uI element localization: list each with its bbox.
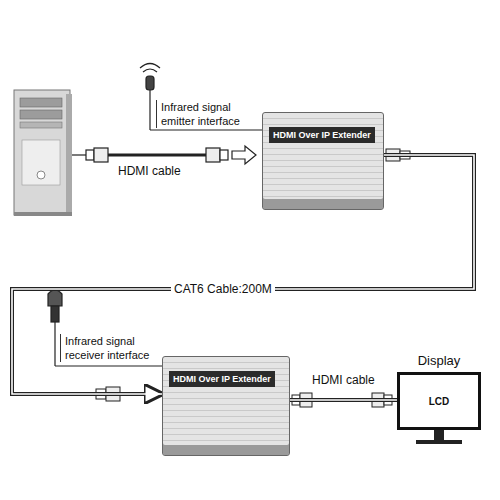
cable-label: CAT6 Cable:200M — [171, 282, 275, 296]
cable-label: HDMI cable — [309, 373, 378, 387]
cable-label: HDMI cable — [118, 164, 181, 178]
cable-connector — [290, 400, 397, 401]
display-stand — [416, 430, 462, 444]
interface-label: Infrared signal receiver interface — [60, 334, 165, 362]
interface-label: Infrared signal emitter interface — [156, 100, 265, 128]
device-title: HDMI Over IP Extender — [269, 127, 375, 143]
screen-label: LCD — [429, 396, 450, 407]
extender-box: HDMI Over IP Extender — [162, 356, 290, 456]
device-title: HDMI Over IP Extender — [169, 371, 275, 387]
lcd-display: DisplayLCD — [397, 372, 481, 430]
display-heading: Display — [400, 353, 478, 368]
extender-box: HDMI Over IP Extender — [262, 112, 384, 210]
hdmi-cable — [72, 146, 256, 164]
pc-tower — [14, 90, 72, 216]
